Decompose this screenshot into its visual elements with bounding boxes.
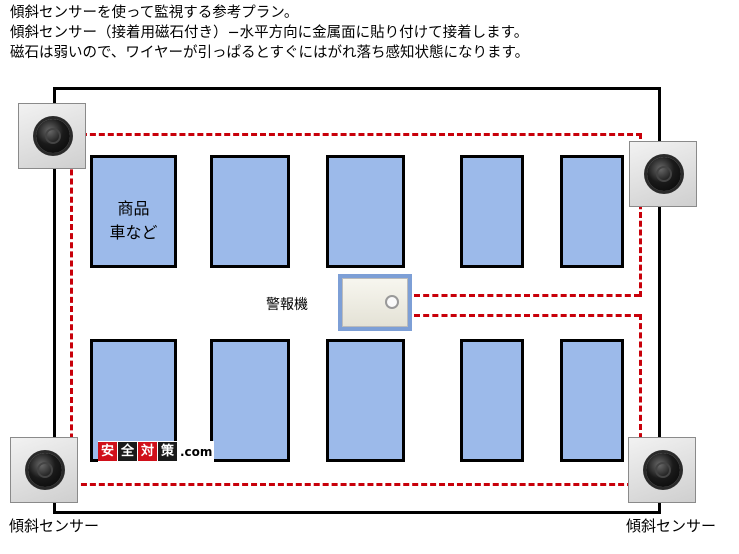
item-slot [560, 155, 624, 268]
item-slot [560, 339, 624, 462]
item-slot [326, 155, 405, 268]
intro-line-3: 磁石は弱いので、ワイヤーが引っぱるとすぐにはがれ落ち感知状態になります。 [10, 45, 530, 61]
tilt-sensor-icon [629, 141, 697, 207]
alarm-device-icon [338, 274, 412, 331]
floor-frame [53, 87, 661, 514]
intro-line-1: 傾斜センサーを使って監視する参考プラン。 [10, 5, 299, 21]
wire-bottom [72, 483, 642, 486]
wire-alarm-lower [414, 314, 640, 317]
item-slot [460, 155, 524, 268]
item-slot-label: 商品 車など [109, 199, 158, 242]
watermark-logo: 安 全 対 策 .com [98, 441, 215, 462]
intro-line-2: 傾斜センサー（接着用磁石付き）−水平方向に金属面に貼り付けて接着します。 [10, 25, 529, 41]
tilt-sensor-icon [18, 103, 86, 169]
alarm-label: 警報機 [266, 297, 308, 313]
wire-left [70, 133, 73, 485]
tilt-sensor-icon [10, 437, 78, 503]
intro-text: 傾斜センサーを使って監視する参考プラン。 傾斜センサー（接着用磁石付き）−水平方… [10, 3, 529, 63]
item-slot [90, 155, 177, 268]
wire-right-upper [639, 133, 642, 297]
item-slot [460, 339, 524, 462]
item-slot [210, 155, 290, 268]
item-slot [326, 339, 405, 462]
wire-top [72, 133, 642, 136]
item-slot [210, 339, 290, 462]
tilt-sensor-icon [628, 437, 696, 503]
wire-alarm-upper [414, 294, 640, 297]
sensor-label-left: 傾斜センサー [9, 517, 100, 535]
sensor-label-right: 傾斜センサー [626, 517, 717, 535]
wire-right-lower [639, 314, 642, 485]
